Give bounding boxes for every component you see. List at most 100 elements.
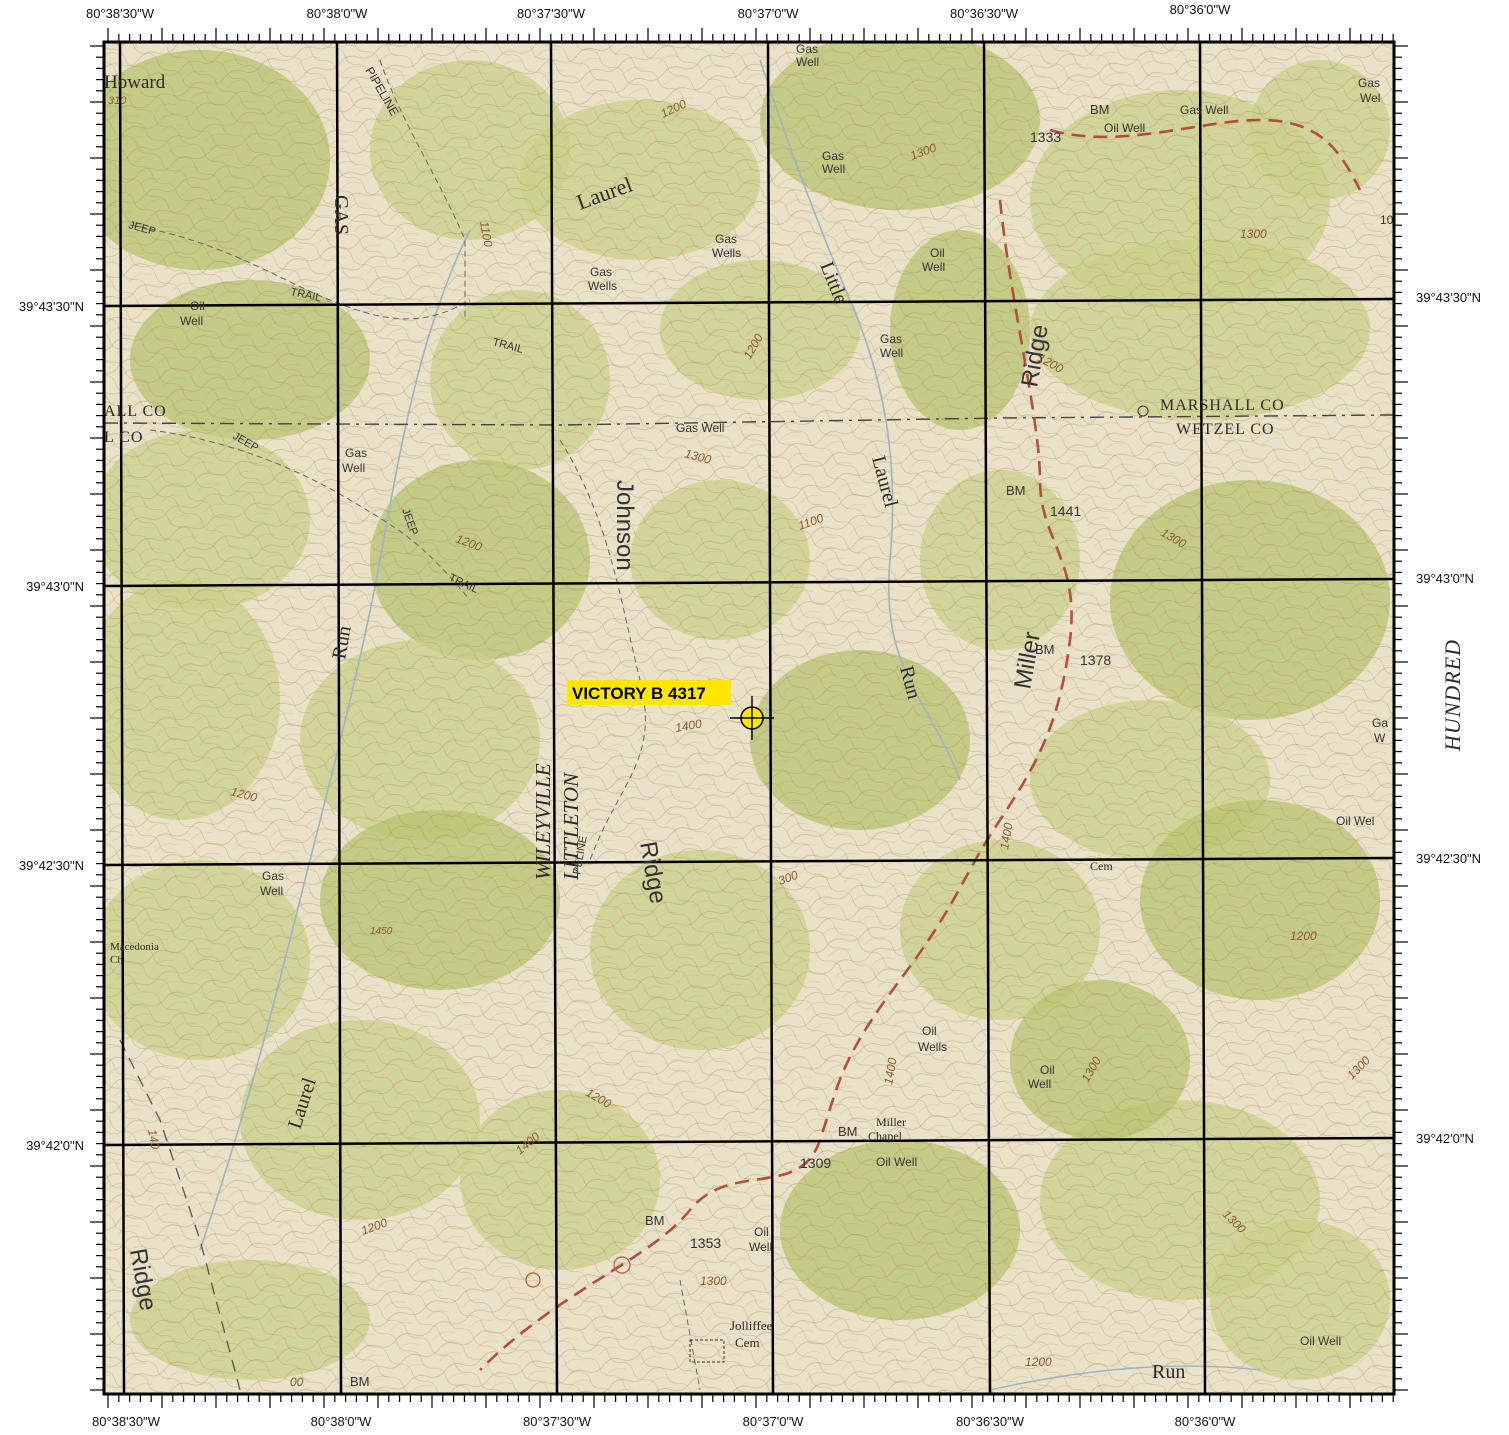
lat-left-3: 39°42'0"N — [26, 1138, 84, 1153]
lon-top-0: 80°38'30"W — [86, 6, 155, 21]
oil-well-se-a: Oil — [1040, 1063, 1055, 1077]
latitude-labels-left: 39°43'30"N 39°43'0"N 39°42'30"N 39°42'0"… — [19, 299, 84, 1153]
lon-bottom-5: 80°36'0"W — [1175, 1414, 1236, 1429]
oil-well-b: Well — [922, 260, 945, 274]
oil-well-west-a: Oil — [190, 299, 205, 313]
contour-140: 140 — [145, 1128, 162, 1150]
well-label-background — [567, 680, 731, 705]
district-wileyville: WILEYVILLE — [531, 763, 555, 880]
oil-well-west-b: Well — [180, 314, 203, 328]
lat-right-2: 39°42'30"N — [1416, 851, 1481, 866]
lon-bottom-4: 80°36'30"W — [956, 1414, 1025, 1429]
oil-well-east: Oil Wel — [1336, 814, 1374, 828]
lon-bottom-3: 80°37'0"W — [743, 1414, 804, 1429]
contour-10: 10 — [1380, 213, 1394, 227]
gas-well-johnson: Gas Well — [676, 421, 724, 435]
lat-lon-grid — [104, 42, 1394, 1394]
well-marker[interactable]: VICTORY B 4317 — [567, 680, 774, 740]
contour-1300-b: 1300 — [1240, 227, 1267, 241]
gas-wells-b: Wells — [712, 246, 741, 260]
red-circle-symbol — [613, 1256, 631, 1274]
elev-1378: 1378 — [1080, 652, 1111, 668]
contour-1200-e: 1200 — [229, 784, 259, 805]
well-label[interactable]: VICTORY B 4317 — [572, 684, 706, 703]
cemetery-symbol — [689, 1339, 725, 1363]
county-boundary-line — [104, 414, 1394, 426]
gas-well-ne: Gas Well — [1180, 103, 1228, 117]
map-body: Howard 310 GAS PIPELINE JEEP TRAIL TRAIL… — [104, 42, 1394, 1394]
contour-1200-i: 1200 — [1025, 1355, 1052, 1369]
contour-1200-f: 1200 — [1290, 929, 1317, 943]
oil-well-se-b: Well — [1028, 1077, 1051, 1091]
place-howard: Howard — [104, 72, 166, 93]
place-jolliffee-1: Jolliffee — [730, 1318, 773, 1333]
oil-well-a: Oil — [930, 246, 945, 260]
gas-well-2a: Gas — [822, 149, 844, 163]
lon-bottom-0: 80°38'30"W — [92, 1414, 161, 1429]
laurel-run-stream — [199, 229, 471, 1251]
frame-ticks — [90, 28, 1408, 1408]
contour-300: 300 — [776, 868, 800, 888]
lon-top-5: 80°36'0"W — [1170, 2, 1231, 17]
lat-left-0: 39°43'30"N — [19, 299, 84, 314]
elev-1441: 1441 — [1050, 503, 1081, 519]
elev-310: 310 — [108, 95, 127, 107]
gas-well-2b: Well — [822, 162, 845, 176]
gas-well-far-ne-2: Wel — [1360, 91, 1380, 105]
jolliffee-trail — [679, 1279, 701, 1391]
district-hundred: HUNDRED — [1440, 639, 1465, 752]
gas-well-sw-a: Gas — [262, 869, 284, 883]
little-laurel-run-stream — [759, 59, 961, 781]
lon-bottom-2: 80°37'30"W — [523, 1414, 592, 1429]
oil-well-bm-a: Oil — [754, 1225, 769, 1239]
crosshair-target-icon[interactable] — [730, 696, 774, 740]
bm-bottom: BM — [350, 1374, 370, 1389]
lon-top-4: 80°36'30"W — [950, 6, 1019, 21]
gas-wells-2b: Wells — [588, 279, 617, 293]
gas-wells-2a: Gas — [590, 265, 612, 279]
county-marshall: MARSHALL CO — [1160, 397, 1285, 414]
johnson-trail — [559, 439, 646, 861]
marker-dot — [1137, 405, 1149, 417]
parallel-line — [104, 577, 1394, 588]
run-bottom-stream — [989, 1365, 1261, 1391]
gas-well-far-ne-1: Gas — [1358, 76, 1380, 90]
jeep-trail-south — [149, 429, 471, 601]
parallel-line — [104, 297, 1394, 308]
meridian-line — [118, 42, 126, 1394]
gas-well-sw-b: Well — [260, 884, 283, 898]
county-wetzel: WETZEL CO — [1176, 421, 1275, 438]
place-cem-east: Cem — [1090, 859, 1113, 873]
oil-well-bm-b: Well — [749, 1240, 772, 1254]
lat-right-3: 39°42'0"N — [1416, 1131, 1474, 1146]
place-miller-chapel-1: Miller — [876, 1115, 906, 1129]
bm-1353: BM — [645, 1213, 665, 1228]
lon-top-2: 80°37'30"W — [517, 6, 586, 21]
place-jolliffee-2: Cem — [735, 1335, 760, 1350]
oil-well-far-se: Oil Well — [1300, 1334, 1341, 1348]
elev-1353: 1353 — [690, 1235, 721, 1251]
gas-wells-a: Gas — [715, 232, 737, 246]
gas-well-mid-b: Well — [880, 346, 903, 360]
bm-1309: BM — [838, 1124, 858, 1139]
red-circle-symbol-2 — [525, 1272, 541, 1288]
contour-1300-c: 1300 — [683, 446, 713, 467]
label-johnson: Johnson — [611, 480, 638, 571]
contour-1100-a: 1100 — [477, 220, 495, 248]
gas-well-west2-a: Gas — [345, 446, 367, 460]
gas-well-top-1: Gas — [796, 42, 818, 56]
oil-well-chapel: Oil Well — [876, 1155, 917, 1169]
contour-1400-a: 1400 — [674, 716, 703, 734]
elev-1333: 1333 — [1030, 129, 1061, 145]
county-wetzel-west: L CO — [104, 429, 143, 446]
longitude-labels-bottom: 80°38'30"W 80°38'0"W 80°37'30"W 80°37'0"… — [92, 1414, 1236, 1429]
place-macedonia-ch: Ch — [110, 954, 123, 966]
lat-left-2: 39°42'30"N — [19, 858, 84, 873]
contour-00: 00 — [290, 1375, 304, 1389]
district-littleton: LITTLETON — [559, 772, 583, 881]
latitude-labels-right: 39°43'30"N 39°43'0"N 39°42'30"N 39°42'0"… — [1416, 290, 1481, 1146]
bm-ne: BM — [1090, 102, 1110, 117]
contour-1300-h: 1300 — [700, 1274, 727, 1288]
parallel-line — [104, 856, 1394, 867]
